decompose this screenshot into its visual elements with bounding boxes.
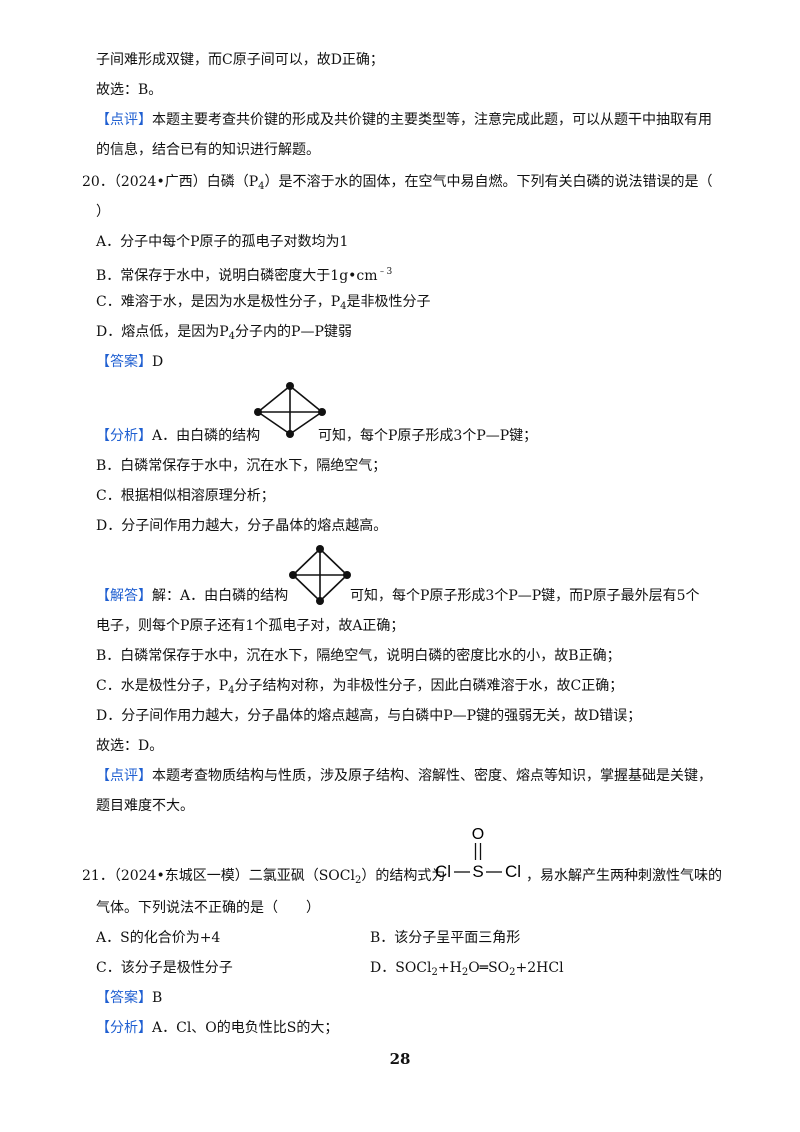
solution-line-cont: 可知，每个P原子形成3个P—P键，而P原子最外层有5个 [350, 588, 700, 604]
solution-d: D．分子间作用力越大，分子晶体的熔点越高，与白磷中P—P键的强弱无关，故D错误； [96, 708, 642, 724]
option-d: D．熔点低，是因为P4分子内的P—P键弱 [96, 324, 352, 342]
question-21-stem: 21．（2024•东城区一模）二氯亚砜（SOCl2）的结构式为 [82, 868, 446, 886]
solution-line: 电子，则每个P原子还有1个孤电子对，故A正确； [96, 618, 405, 634]
paragraph-line: 故选：B。 [96, 82, 163, 98]
analysis-d: D．分子间作用力越大，分子晶体的熔点越高。 [96, 518, 388, 534]
analysis-b: B．白磷常保存于水中，沉在水下，隔绝空气； [96, 458, 387, 474]
option-a: A．S的化合价为+4 [96, 930, 221, 946]
review-line: 【点评】本题主要考查共价键的形成及共价键的主要类型等，注意完成此题，可以从题干中… [96, 112, 712, 128]
socl2-structural-formula: O Cl S Cl [435, 826, 521, 881]
analysis-line: 【分析】A．由白磷的结构 [96, 428, 261, 444]
chlorine-atom-left: Cl [435, 862, 451, 881]
analysis-line: 【分析】A．Cl、O的电负性比S的大； [96, 1020, 339, 1036]
page-number: 28 [389, 1050, 411, 1068]
answer-line: 【答案】D [96, 354, 164, 370]
question-20-stem-close: ） [96, 204, 110, 220]
option-b: B．该分子呈平面三角形 [370, 930, 521, 946]
review-line: 题目难度不大。 [96, 798, 194, 814]
solution-tag: 【解答】 [96, 588, 152, 604]
question-20-stem: 20．（2024•广西）白磷（P4）是不溶于水的固体，在空气中易自燃。下列有关白… [82, 174, 713, 192]
solution-b: B．白磷常保存于水中，沉在水下，隔绝空气，说明白磷的密度比水的小，故B正确； [96, 648, 621, 664]
question-21-stem-line2: 气体。下列说法不正确的是（ ） [96, 900, 320, 916]
solution-select: 故选：D。 [96, 738, 164, 754]
option-b: B．常保存于水中，说明白磷密度大于1g•cm﹣3 [96, 267, 393, 284]
paragraph-line: 的信息，结合已有的知识进行解题。 [96, 142, 320, 158]
review-tag: 【点评】 [96, 112, 152, 128]
analysis-c: C．根据相似相溶原理分析； [96, 488, 275, 504]
question-21-stem-cont: ，易水解产生两种刺激性气味的 [526, 868, 722, 884]
review-tag: 【点评】 [96, 768, 152, 784]
white-phosphorus-structure [254, 382, 326, 438]
review-line: 【点评】本题考查物质结构与性质，涉及原子结构、溶解性、密度、熔点等知识，掌握基础… [96, 768, 712, 784]
option-d: D．SOCl2+H2O═SO2+2HCl [370, 960, 564, 978]
option-c: C．难溶于水，是因为水是极性分子，P4是非极性分子 [96, 294, 431, 312]
solution-c: C．水是极性分子，P4分子结构对称，为非极性分子，因此白磷难溶于水，故C正确； [96, 678, 624, 696]
white-phosphorus-structure [289, 545, 351, 605]
oxygen-atom-label: O [472, 826, 484, 843]
analysis-tag: 【分析】 [96, 428, 152, 444]
chlorine-atom-right: Cl [505, 862, 521, 881]
paragraph-line: 子间难形成双键，而C原子间可以，故D正确； [96, 52, 384, 68]
answer-tag: 【答案】 [96, 990, 152, 1006]
analysis-line-cont: 可知，每个P原子形成3个P—P键； [318, 428, 538, 444]
option-a: A．分子中每个P原子的孤电子对数均为1 [96, 234, 349, 250]
sulfur-atom-label: S [472, 862, 483, 881]
analysis-tag: 【分析】 [96, 1020, 152, 1036]
answer-tag: 【答案】 [96, 354, 152, 370]
option-c: C．该分子是极性分子 [96, 960, 233, 976]
answer-line: 【答案】B [96, 990, 163, 1006]
solution-line: 【解答】解：A．由白磷的结构 [96, 588, 289, 604]
